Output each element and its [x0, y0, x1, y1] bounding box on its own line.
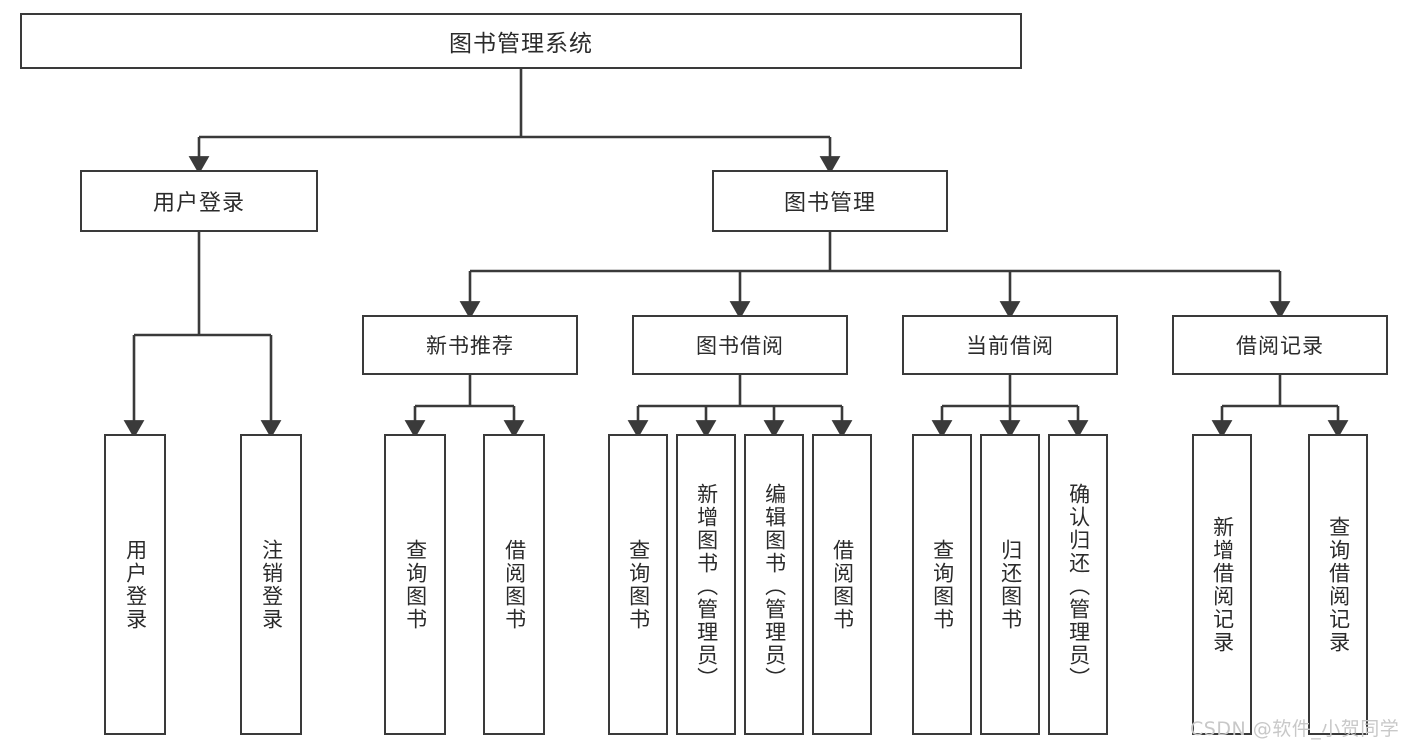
leaf-label: 查询图书 — [626, 538, 651, 631]
node-book-manage[interactable]: 图书管理 — [712, 170, 948, 232]
node-label: 当前借阅 — [966, 334, 1054, 358]
leaf-label: 归还图书 — [998, 538, 1023, 631]
node-label: 图书管理系统 — [449, 31, 593, 57]
leaf-current-borrow-confirm[interactable]: 确认归还（管理员） — [1048, 434, 1108, 735]
leaf-label: 新增图书（管理员） — [694, 483, 719, 690]
node-new-book-recommend[interactable]: 新书推荐 — [362, 315, 578, 375]
csdn-watermark: CSDN @软件_小贺同学 — [1190, 718, 1400, 740]
leaf-label: 借阅图书 — [830, 538, 855, 631]
leaf-current-borrow-return[interactable]: 归还图书 — [980, 434, 1040, 735]
leaf-book-borrow-add[interactable]: 新增图书（管理员） — [676, 434, 736, 735]
leaf-new-book-query[interactable]: 查询图书 — [384, 434, 446, 735]
leaf-book-borrow-query[interactable]: 查询图书 — [608, 434, 668, 735]
leaf-label: 用户登录 — [123, 538, 148, 631]
leaf-book-borrow-borrow[interactable]: 借阅图书 — [812, 434, 872, 735]
leaf-user-login-login[interactable]: 用户登录 — [104, 434, 166, 735]
node-user-login[interactable]: 用户登录 — [80, 170, 318, 232]
node-borrow-record[interactable]: 借阅记录 — [1172, 315, 1388, 375]
node-book-borrow[interactable]: 图书借阅 — [632, 315, 848, 375]
node-label: 新书推荐 — [426, 334, 514, 358]
leaf-new-book-borrow[interactable]: 借阅图书 — [483, 434, 545, 735]
leaf-book-borrow-edit[interactable]: 编辑图书（管理员） — [744, 434, 804, 735]
leaf-label: 查询借阅记录 — [1326, 515, 1351, 654]
leaf-label: 编辑图书（管理员） — [762, 483, 787, 690]
leaf-current-borrow-query[interactable]: 查询图书 — [912, 434, 972, 735]
leaf-label: 新增借阅记录 — [1210, 515, 1235, 654]
node-label: 借阅记录 — [1236, 334, 1324, 358]
leaf-label: 查询图书 — [403, 538, 428, 631]
leaf-label: 注销登录 — [259, 538, 284, 631]
leaf-label: 查询图书 — [930, 538, 955, 631]
leaf-borrow-record-query[interactable]: 查询借阅记录 — [1308, 434, 1368, 735]
node-label: 用户登录 — [152, 191, 245, 216]
node-label: 图书管理 — [783, 191, 876, 216]
node-root-system[interactable]: 图书管理系统 — [20, 13, 1022, 69]
leaf-borrow-record-add[interactable]: 新增借阅记录 — [1192, 434, 1252, 735]
node-label: 图书借阅 — [696, 334, 784, 358]
leaf-label: 借阅图书 — [502, 538, 527, 631]
leaf-label: 确认归还（管理员） — [1066, 483, 1091, 690]
leaf-user-login-logout[interactable]: 注销登录 — [240, 434, 302, 735]
node-current-borrow[interactable]: 当前借阅 — [902, 315, 1118, 375]
